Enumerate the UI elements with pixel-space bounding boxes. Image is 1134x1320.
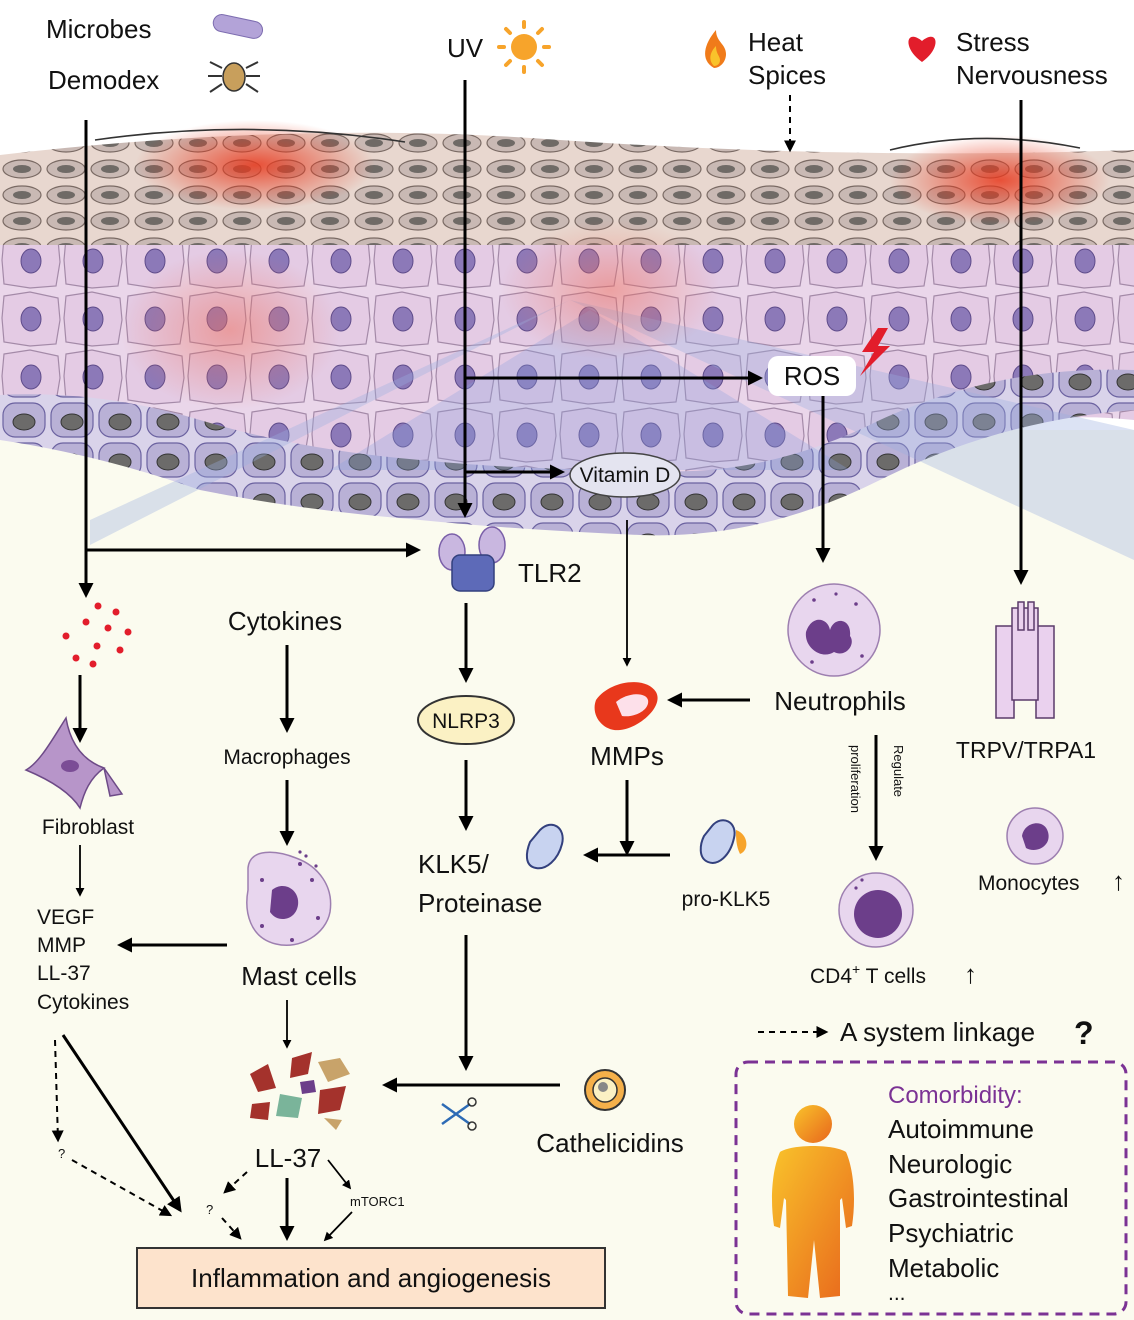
human-body-icon [772,1105,854,1298]
pro-klk5-label: pro-KLK5 [682,888,771,911]
heart-icon [908,36,936,62]
ros-label: ROS [784,361,840,391]
mite-icon [208,61,260,93]
stress-label: Stress [956,27,1030,57]
lightning-icon [860,328,890,376]
mediator-item: LL-37 [37,962,91,985]
mast-cell-icon [246,850,332,946]
legend-question-mark: ? [1074,1015,1094,1051]
uv-penetration-region [330,310,850,470]
monocyte-cell-icon [1006,807,1064,865]
outcome-box [136,1247,606,1309]
pathway-arrows [51,80,1029,1242]
nervousness-label: Nervousness [956,60,1108,90]
outcome-label: Inflammation and angiogenesis [191,1263,551,1293]
fibroblast-label: Fibroblast [42,816,134,839]
klk5-label-line2: Proteinase [418,888,542,918]
uv-label: UV [447,33,484,63]
comorbidity-item: ... [888,1282,906,1305]
comorbidity-item: Gastrointestinal [888,1183,1069,1213]
inflammation-diffuse-center [500,220,720,360]
blue-light-cone [90,300,1134,560]
ll37-to-mtorc1-arrow [327,1159,352,1190]
cathelicidins-label: Cathelicidins [536,1128,683,1158]
vitamin-d-label: Vitamin D [580,464,671,487]
microbes-label: Microbes [46,14,151,44]
tlr2-label: TLR2 [518,558,582,588]
skin-fold-left [94,128,406,143]
cytokines-label: Cytokines [228,606,342,636]
cd4-up-arrow-icon: ↑ [964,959,977,989]
heat-label: Heat [748,27,804,57]
skin-fold-right [889,137,1081,151]
question-dashed-to-outcome-arrow [71,1159,173,1217]
mediator-item: VEGF [37,906,94,929]
trpv-channel-icon [995,601,1055,719]
fibroblast-nucleus [61,760,79,772]
proliferation-label: proliferation [848,745,863,813]
pro-klk5-icon [699,819,747,864]
monocytes-up-arrow-icon: ↑ [1112,866,1125,896]
regulate-label: Regulate [891,745,906,797]
mmps-enzyme-icon [594,682,658,731]
mediators-list: VEGF MMP LL-37 Cytokines [37,906,129,1014]
comorbidity-item: Neurologic [888,1149,1012,1179]
demodex-label: Demodex [48,65,159,95]
mediator-item: MMP [37,934,86,957]
sun-icon [497,20,551,74]
mtorc1-label: mTORC1 [350,1194,405,1209]
question-to-outcome-dashed-arrow [221,1217,242,1240]
comorbidity-list: Autoimmune Neurologic Gastrointestinal P… [888,1114,1069,1305]
mediators-dashed-down-arrow [51,1039,64,1143]
tlr2-receptor-icon [438,526,506,592]
macrophages-label: Macrophages [223,746,350,769]
cd4-suffix: T cells [860,965,926,988]
nlrp3-label: NLRP3 [432,710,500,733]
cd4-superscript: + [852,961,860,977]
mast-cells-label: Mast cells [241,961,357,991]
inflammation-spot-right [890,135,1110,225]
comorbidity-box [734,1060,1128,1316]
ll37-label: LL-37 [255,1143,322,1173]
mtorc1-to-outcome-arrow [323,1211,353,1242]
vitamin-d-oval [569,452,681,498]
scissors-icon [441,1097,477,1131]
basal-cell-layer [0,369,1134,536]
neutrophil-cell-icon [787,583,881,677]
mmps-label: MMPs [590,741,664,771]
neutrophils-label: Neutrophils [774,686,906,716]
red-particles-icon [62,602,132,668]
inflammation-diffuse-left [120,250,340,410]
comorbidity-item: Autoimmune [888,1114,1034,1144]
comorbidity-item: Psychiatric [888,1218,1014,1248]
klk5-label-line1: KLK5/ [418,849,490,879]
dermis-background [0,430,1134,1320]
spices-label: Spices [748,60,826,90]
cd4-t-cell-icon [838,872,914,948]
nlrp3-oval [417,695,515,745]
comorbidity-title: Comorbidity: [888,1082,1023,1109]
ll37-dashed-arrow [223,1171,248,1194]
system-linkage-label: A system linkage [840,1017,1035,1047]
ll37-question-mark: ? [206,1202,213,1217]
mediator-item: Cytokines [37,991,129,1014]
klk5-enzyme-icon [525,823,564,870]
monocytes-label: Monocytes [978,872,1080,895]
flame-icon [705,30,726,68]
cd4-prefix: CD4 [810,965,852,988]
ll37-fragments-icon [250,1052,350,1130]
inflammation-spot-left [135,120,375,210]
ros-box [768,356,856,396]
cd4-t-cells-label: CD4+ T cells [810,961,926,988]
mediators-to-outcome-arrow [61,1034,182,1213]
mediators-question-mark: ? [58,1146,65,1161]
trpv-trpa1-label: TRPV/TRPA1 [956,737,1096,763]
cathelicidin-granule-icon [584,1069,626,1111]
microbe-rod-icon [212,14,264,39]
comorbidity-item: Metabolic [888,1253,999,1283]
